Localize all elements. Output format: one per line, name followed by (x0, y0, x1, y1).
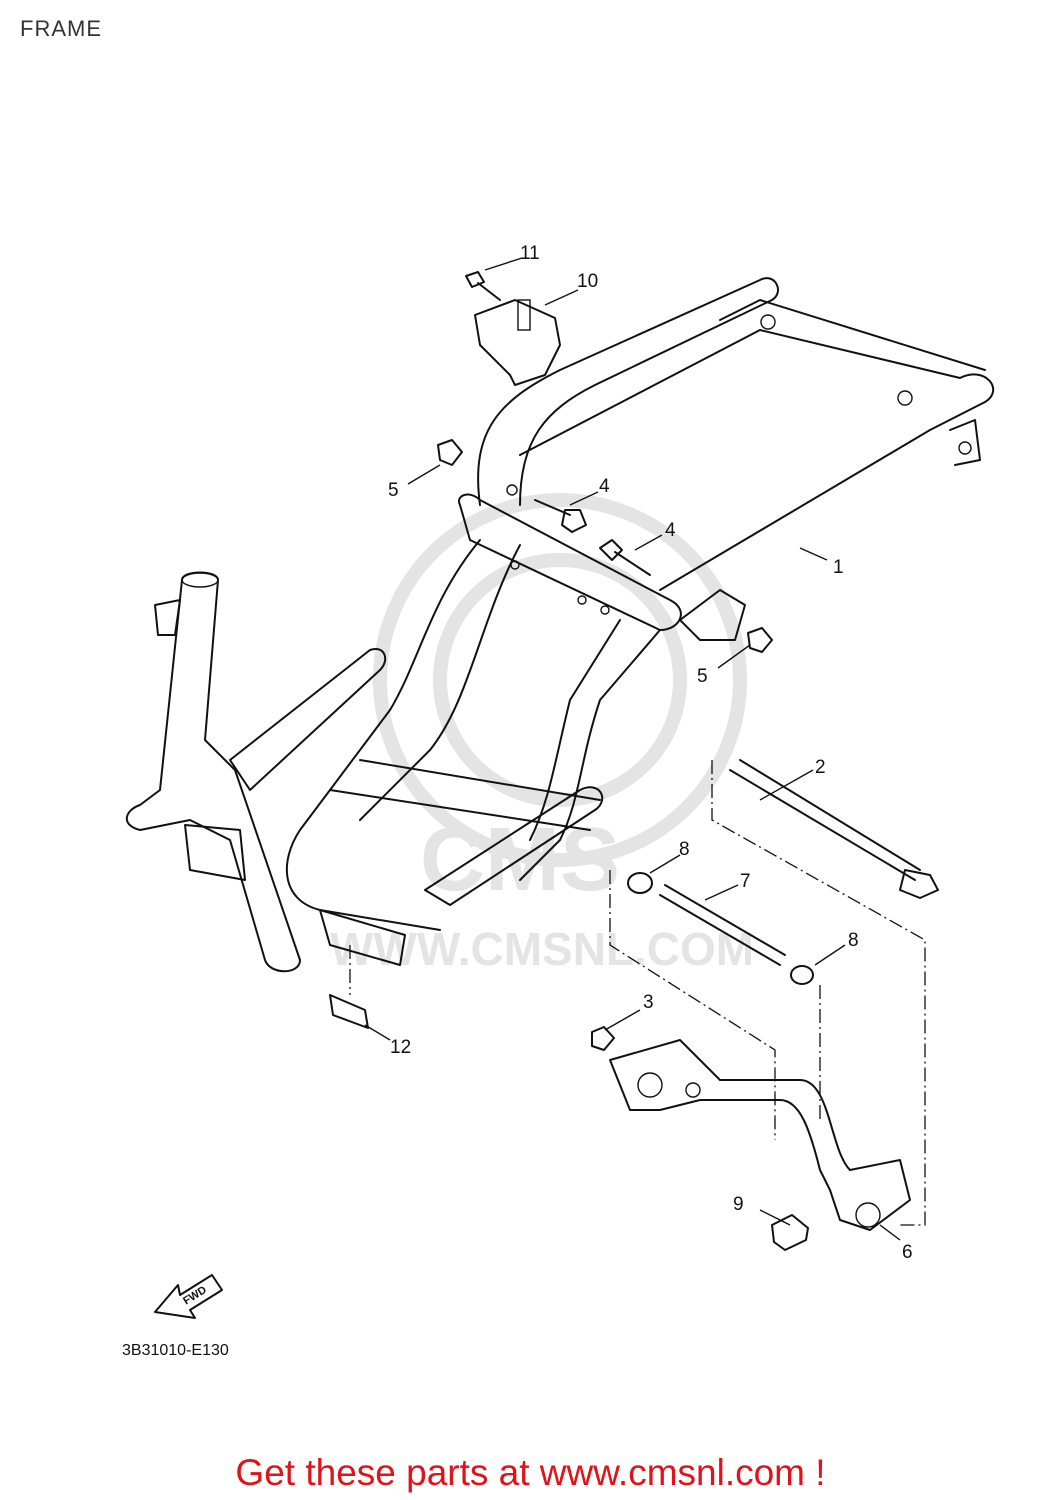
callout-4-upper: 4 (599, 476, 610, 497)
pipe-7 (659, 884, 786, 966)
callout-12: 12 (390, 1037, 411, 1058)
cms-watermark: CMS WWW.CMSNL.COM (330, 493, 754, 975)
callout-7: 7 (740, 871, 751, 892)
cta-link[interactable]: Get these parts at www.cmsnl.com ! (235, 1452, 826, 1493)
callout-11: 11 (520, 243, 540, 264)
watermark-url: WWW.CMSNL.COM (330, 923, 754, 975)
callout-9: 9 (733, 1194, 744, 1215)
page-title: FRAME (20, 16, 102, 41)
fwd-label: FWD (181, 1284, 209, 1307)
assembly-lines (349, 760, 926, 1226)
bracket-10 (474, 299, 561, 386)
nut-5-lower (747, 627, 773, 653)
bolt-4-upper (534, 499, 587, 533)
label-12 (329, 994, 369, 1029)
main-frame (229, 277, 995, 931)
bolt-4-lower (599, 539, 651, 576)
callouts: 1 2 3 4 4 5 5 6 7 8 8 9 10 11 12 (388, 243, 913, 1263)
fwd-arrow-icon: FWD (154, 1274, 223, 1319)
engine-bracket-6 (609, 1039, 911, 1231)
bolt-11 (465, 271, 501, 301)
head-pipe (125, 571, 406, 973)
engine-bolt-2 (729, 759, 939, 899)
damper-9 (771, 1214, 809, 1251)
nut-3 (591, 1026, 615, 1051)
callout-1: 1 (833, 557, 844, 578)
collar-8-left (627, 872, 653, 894)
callout-5-upper: 5 (388, 480, 399, 501)
callout-10: 10 (577, 271, 598, 292)
callout-5-lower: 5 (697, 666, 708, 687)
callout-8-right: 8 (848, 930, 859, 951)
side-bracket (679, 589, 746, 641)
callout-6: 6 (902, 1242, 913, 1263)
callout-3: 3 (643, 992, 654, 1013)
callout-2: 2 (815, 757, 826, 778)
collar-8-right (790, 965, 814, 985)
callout-8-left: 8 (679, 839, 690, 860)
callout-4-lower: 4 (665, 520, 676, 541)
leader-lines (364, 257, 901, 1241)
nut-5-upper (437, 439, 463, 466)
diagram-code: 3B31010-E130 (122, 1342, 229, 1359)
